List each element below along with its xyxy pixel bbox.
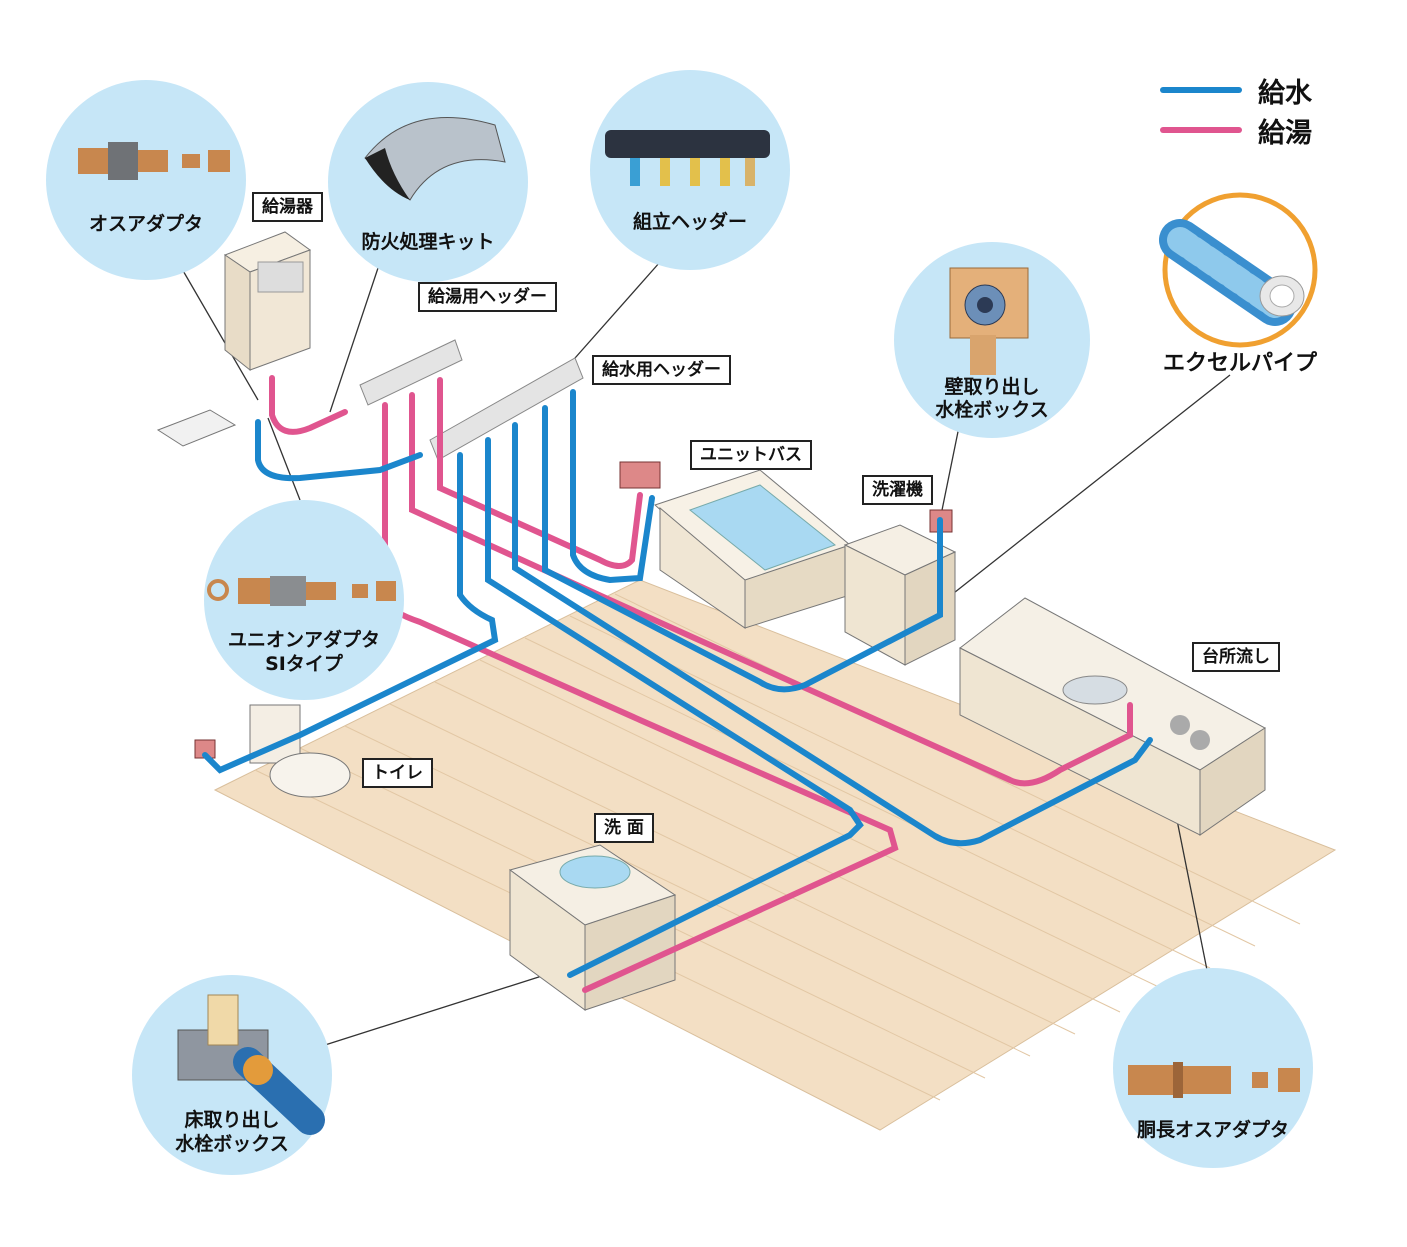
label-unit-bath: ユニットバス (690, 440, 812, 470)
caption-long-adapter: 胴長オスアダプタ (1136, 1119, 1289, 1141)
washbasin-unit (508, 844, 677, 1011)
caption-assembly-header: 組立ヘッダー (632, 211, 747, 233)
leader-lines (177, 261, 1231, 1046)
label-kitchen-sink: 台所流し (1192, 642, 1280, 672)
legend-item-water: 給水 (1160, 70, 1312, 110)
union-adapter-icon (207, 576, 396, 606)
circle-male-adapter (46, 80, 246, 280)
label-toilet: トイレ (362, 758, 433, 788)
toilet-unit (194, 704, 351, 798)
caption-fireproof-kit: 防火処理キット (361, 231, 495, 253)
caption-union-line1: ユニオンアダプタ (227, 629, 380, 651)
excel-pipe-icon (1159, 219, 1305, 326)
kitchen-counter (959, 597, 1266, 836)
caption-floor-box-line1: 床取り出し (184, 1109, 280, 1131)
assembly-header-icon (605, 130, 770, 186)
label-water-header: 給水用ヘッダー (592, 355, 731, 385)
caption-male-adapter: オスアダプタ (88, 213, 203, 235)
water-heater-unit (156, 231, 312, 447)
legend-swatch-water (1160, 87, 1242, 93)
male-adapter-icon (78, 142, 230, 180)
floor (213, 579, 1337, 1131)
caption-excel-pipe: エクセルパイプ (1162, 351, 1317, 376)
legend-label-water: 給水 (1258, 77, 1312, 109)
water-pipes (202, 389, 1153, 978)
fireproof-kit-icon (364, 116, 506, 201)
long-male-adapter-icon (1128, 1062, 1300, 1098)
label-hot-header: 給湯用ヘッダー (418, 282, 557, 312)
legend-item-hot: 給湯 (1160, 110, 1312, 150)
caption-wall-box-line2: 水栓ボックス (935, 399, 1049, 421)
legend-swatch-hot (1160, 127, 1242, 133)
floor-box-icon (177, 994, 325, 1135)
floor-planks (254, 593, 1301, 1101)
unit-bath (619, 461, 851, 629)
caption-union-line2: SIタイプ (265, 653, 343, 675)
label-water-heater: 給湯器 (252, 192, 323, 222)
label-washbasin: 洗 面 (594, 813, 654, 843)
cold-water-header-bar (429, 357, 584, 461)
caption-floor-box-line2: 水栓ボックス (175, 1133, 289, 1155)
label-washing-machine: 洗濯機 (862, 475, 933, 505)
legend-label-hot: 給湯 (1258, 117, 1312, 149)
caption-wall-box-line1: 壁取り出し (944, 376, 1040, 398)
hot-water-header-bar (359, 339, 463, 406)
legend: 給水 給湯 (1160, 70, 1312, 150)
wall-box-icon (949, 267, 1029, 375)
